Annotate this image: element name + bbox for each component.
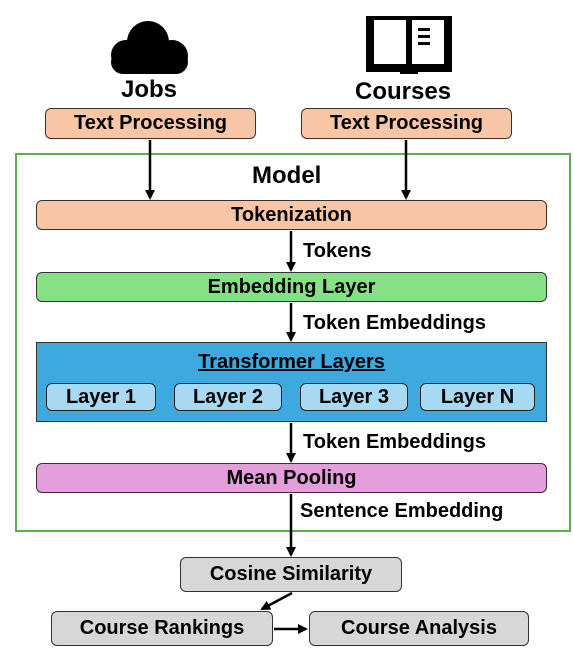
cloud-icon — [111, 21, 188, 74]
jobs-title: Jobs — [121, 76, 178, 103]
model-frame — [15, 153, 571, 532]
sentence-embedding-label: Sentence Embedding — [300, 500, 504, 522]
tokenization-box: Tokenization — [36, 200, 547, 230]
layer-n-box: Layer N — [420, 383, 535, 411]
cosine-similarity-box: Cosine Similarity — [180, 557, 402, 592]
book-icon — [366, 16, 452, 74]
arrow-to-course-rankings — [260, 591, 293, 611]
courses-title: Courses — [355, 78, 452, 105]
layer-2-box: Layer 2 — [174, 383, 282, 411]
transformer-layers-title: Transformer Layers — [198, 351, 385, 373]
embedding-layer-box: Embedding Layer — [36, 272, 547, 302]
courses-text-processing-box: Text Processing — [301, 108, 512, 139]
layer-1-box: Layer 1 — [46, 383, 156, 411]
course-analysis-box: Course Analysis — [309, 611, 529, 646]
course-rankings-box: Course Rankings — [51, 611, 273, 646]
mean-pooling-box: Mean Pooling — [36, 463, 547, 493]
layer-3-box: Layer 3 — [300, 383, 408, 411]
tokens-label: Tokens — [303, 240, 372, 262]
model-title: Model — [252, 162, 322, 189]
token-embeddings-label-2: Token Embeddings — [303, 431, 486, 453]
jobs-text-processing-box: Text Processing — [45, 108, 256, 139]
token-embeddings-label-1: Token Embeddings — [303, 312, 486, 334]
